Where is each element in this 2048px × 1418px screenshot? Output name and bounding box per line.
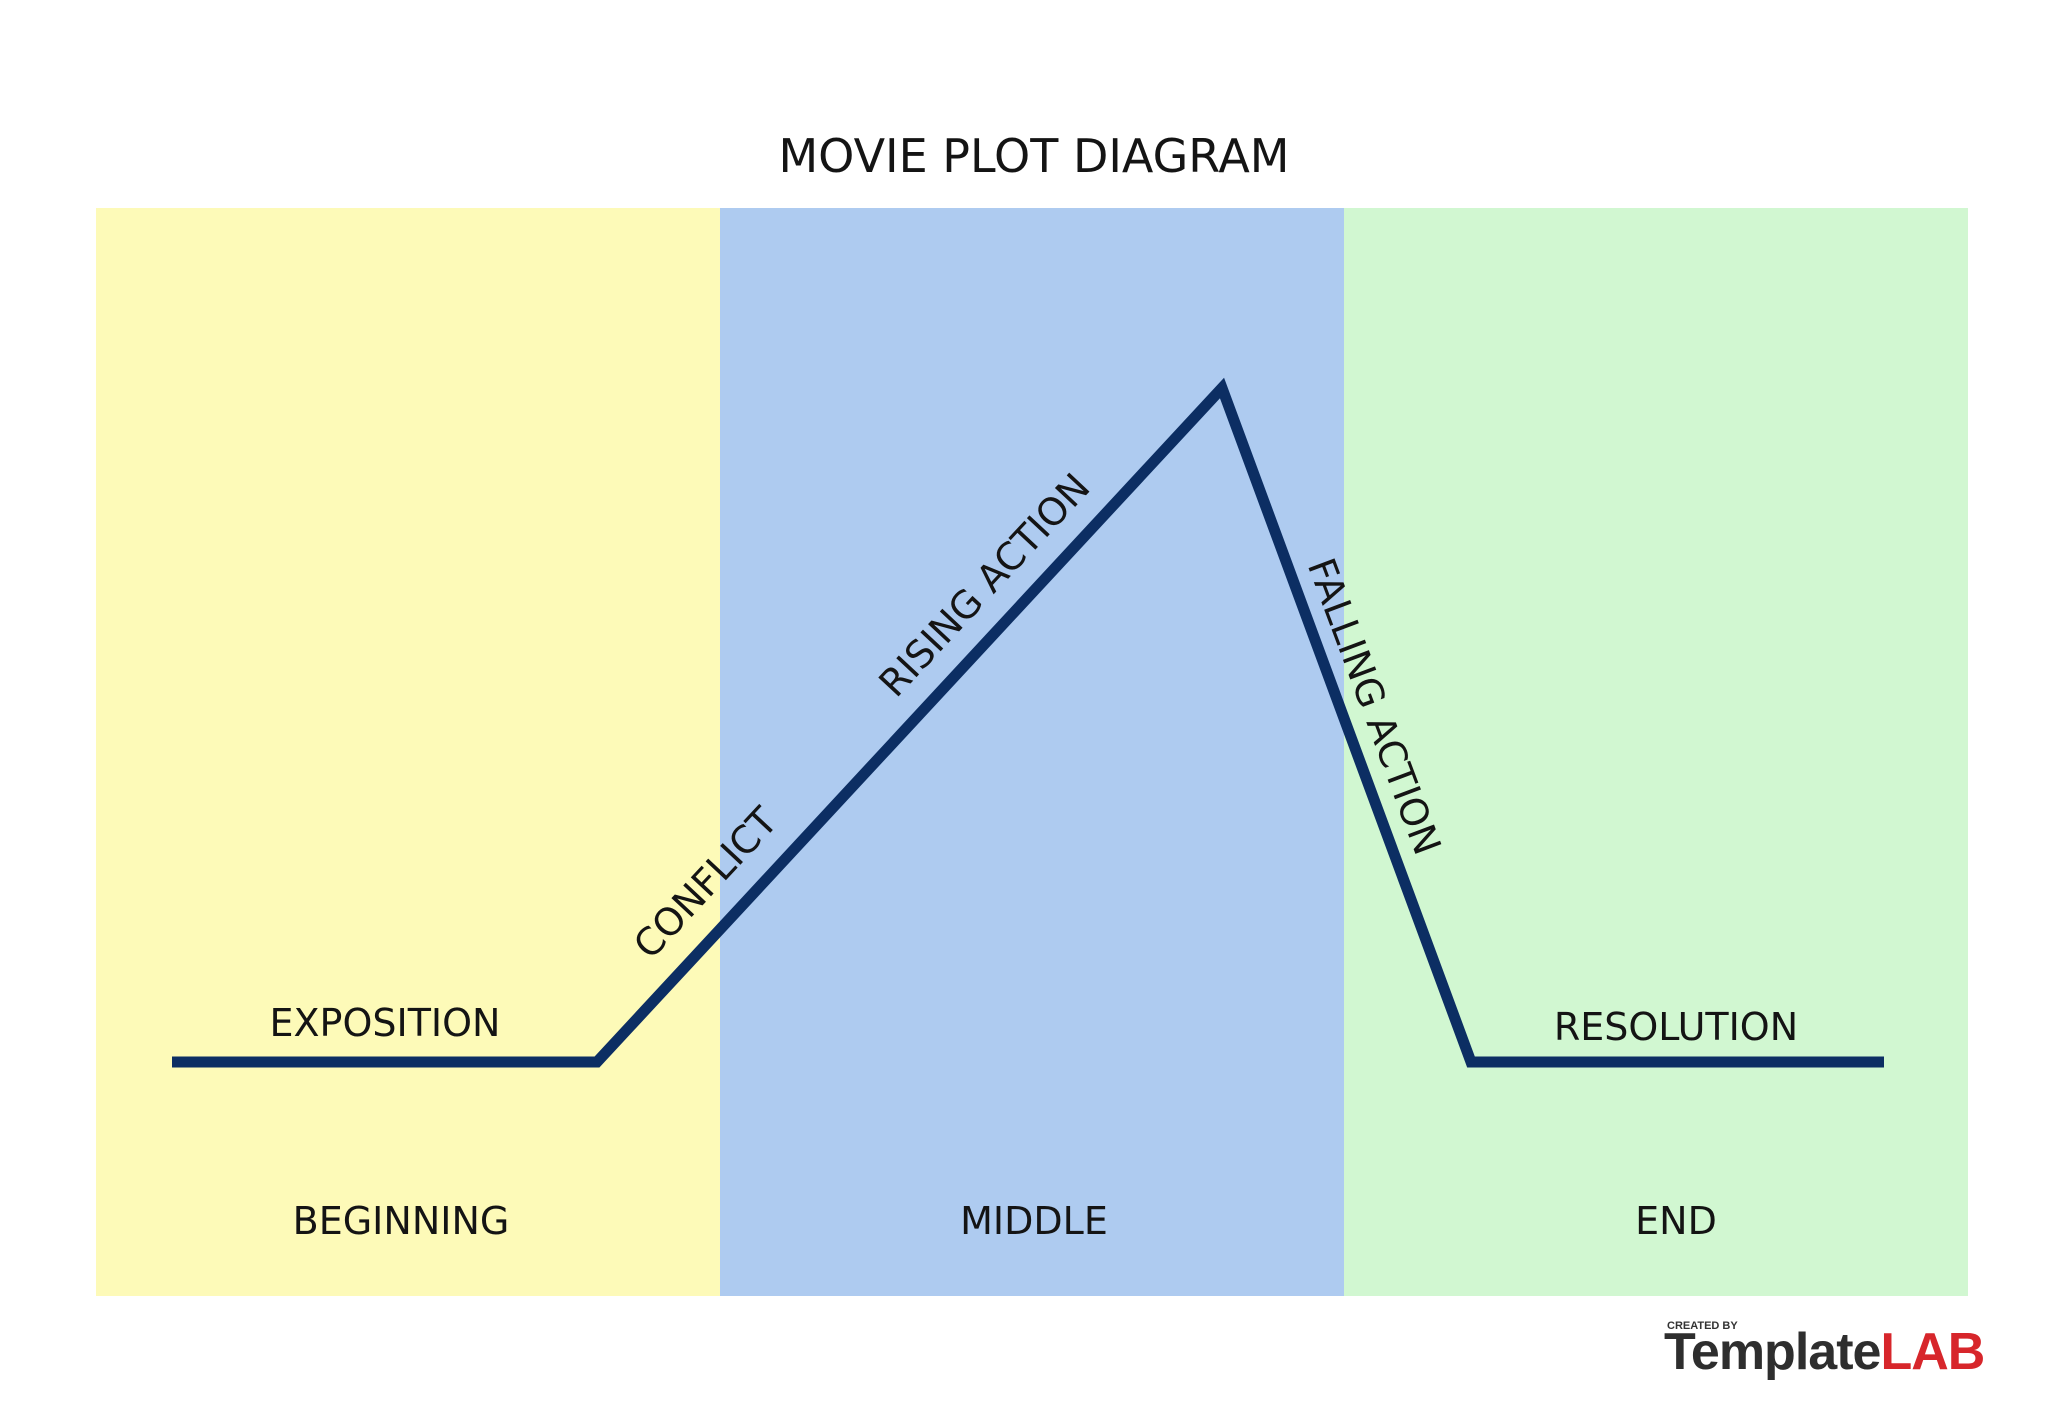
beginning-label: BEGINNING <box>293 1199 510 1243</box>
templatelab-logo: CREATED BY TemplateLAB <box>1664 1320 1985 1381</box>
middle-section <box>720 208 1344 1296</box>
end-label: END <box>1635 1199 1717 1243</box>
end-section <box>1344 208 1968 1296</box>
diagram-title: MOVIE PLOT DIAGRAM <box>778 129 1289 183</box>
logo-lab: LAB <box>1880 1323 1984 1381</box>
plot-line <box>172 377 1884 1068</box>
middle-label: MIDDLE <box>960 1199 1108 1243</box>
resolution-label: RESOLUTION <box>1554 1005 1798 1049</box>
logo-created-by: CREATED BY <box>1667 1320 1738 1332</box>
logo-wordmark: TemplateLAB <box>1664 1323 1984 1381</box>
exposition-label: EXPOSITION <box>270 1001 501 1045</box>
logo-template: Template <box>1664 1323 1881 1381</box>
beginning-section <box>96 208 720 1296</box>
